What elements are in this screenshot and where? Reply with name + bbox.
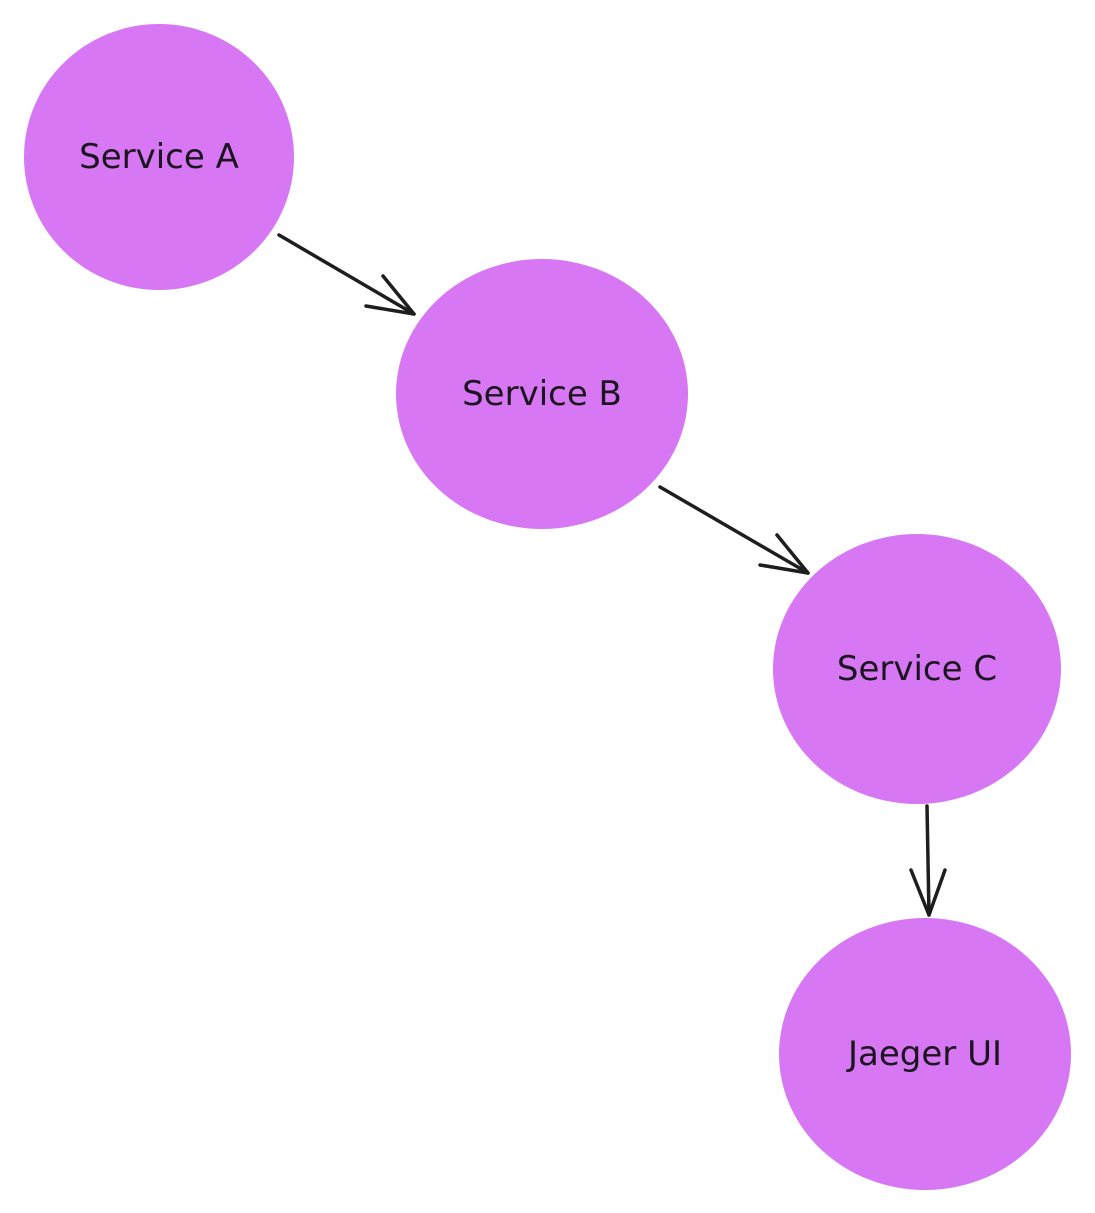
arrowhead-icon [909,868,947,917]
node-service-b[interactable]: Service B [396,259,688,529]
edge-service-b-to-service-c [658,485,810,575]
node-service-c[interactable]: Service C [773,534,1061,804]
node-circle [396,259,688,529]
node-circle [779,918,1071,1190]
node-label: Jaeger UI [846,1034,1002,1074]
node-circle [24,24,294,290]
edge-service-c-to-jaeger-ui [909,804,947,917]
node-service-a[interactable]: Service A [24,24,294,290]
node-jaeger-ui[interactable]: Jaeger UI [779,918,1071,1190]
edge-line [277,233,416,316]
arrowhead-icon [758,533,810,575]
edges [277,233,947,917]
node-label: Service A [79,137,239,177]
edge-line [925,804,931,917]
edge-line [658,485,810,575]
arrowhead-icon [364,274,416,316]
node-label: Service C [837,649,997,689]
node-label: Service B [462,374,622,414]
node-circle [773,534,1061,804]
edge-service-a-to-service-b [277,233,416,316]
